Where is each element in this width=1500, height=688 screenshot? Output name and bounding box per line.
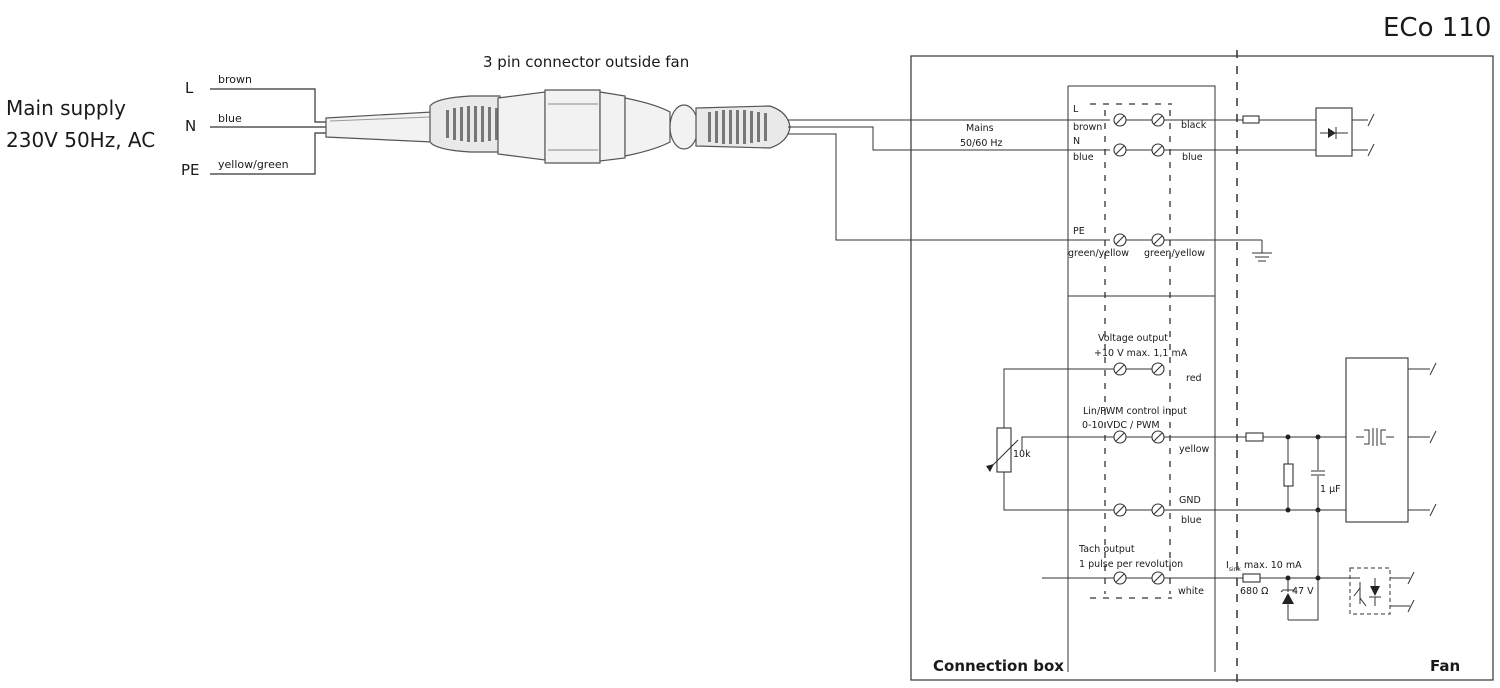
control-input-label: Lin/PWM control input <box>1083 406 1187 417</box>
connection-box-label: Connection box <box>933 657 1064 675</box>
mains-wires <box>788 119 1110 241</box>
motor-controller-block <box>1345 357 1437 523</box>
connector-label: 3 pin connector outside fan <box>483 53 689 71</box>
main-supply-label: Main supply <box>6 96 126 120</box>
left-grip-ribs <box>446 106 498 142</box>
tach-current-symbol: Isink <box>1226 560 1241 573</box>
terminal-n-right-wire: blue <box>1182 152 1203 163</box>
terminal-l-right-wire: black <box>1181 120 1207 131</box>
wire-yellow-green-label: yellow/green <box>218 158 289 171</box>
main-supply-rating: 230V 50Hz, AC <box>6 128 155 152</box>
terminal-pe-right-wire: green/yellow <box>1144 248 1205 259</box>
terminal-control-input <box>1113 430 1165 444</box>
tach-resistor-value: 680 Ω <box>1240 586 1268 597</box>
wire-brown-label: brown <box>218 73 252 86</box>
terminal-block-outline <box>1067 85 1216 672</box>
mains-frequency: 50/60 Hz <box>960 138 1003 149</box>
terminal-n-left-wire: blue <box>1073 152 1094 163</box>
terminal-n <box>1113 143 1165 157</box>
terminal-l-left-wire: brown <box>1073 122 1102 133</box>
gnd-wire: blue <box>1181 515 1202 526</box>
control-input-wire: yellow <box>1179 444 1210 455</box>
terminal-pe-left-wire: green/yellow <box>1068 248 1129 259</box>
voltage-output-wire: red <box>1186 373 1202 384</box>
outer-box <box>910 55 1494 681</box>
potentiometer-circuit <box>986 368 1114 511</box>
supply-n-label: N <box>185 117 196 135</box>
supply-l-label: L <box>185 79 194 97</box>
terminal-l <box>1113 113 1165 127</box>
terminal-gnd <box>1113 503 1165 517</box>
voltage-output-spec: +10 V max. 1,1 mA <box>1094 348 1188 359</box>
terminal-pe-label: PE <box>1073 226 1085 237</box>
potentiometer-value: 10k <box>1013 449 1031 460</box>
wire-blue-label: blue <box>218 112 242 125</box>
capacitor-value: 1 µF <box>1320 484 1341 495</box>
terminal-l-label: L <box>1073 104 1079 115</box>
tach-zener-value: 47 V <box>1292 586 1314 597</box>
control-input-spec: 0-10 VDC / PWM <box>1082 420 1160 431</box>
mains-label: Mains <box>966 123 994 134</box>
voltage-output-label: Voltage output <box>1098 333 1168 344</box>
tach-current-spec: max. 10 mA <box>1244 560 1302 571</box>
supply-wires <box>210 88 328 175</box>
tach-output-spec: 1 pulse per revolution <box>1079 559 1183 570</box>
diagram-title: ECo 110 <box>1383 13 1491 43</box>
terminal-n-label: N <box>1073 136 1080 147</box>
supply-pe-label: PE <box>181 161 200 179</box>
three-pin-connector <box>325 89 791 164</box>
fan-label: Fan <box>1430 657 1460 675</box>
terminal-pe <box>1113 233 1165 247</box>
terminal-voltage-output <box>1113 362 1165 376</box>
optocoupler <box>1349 567 1391 615</box>
right-grip-ribs <box>708 110 767 144</box>
tach-circuit <box>1042 567 1415 621</box>
gnd-label: GND <box>1179 495 1201 506</box>
fan-mains-wiring <box>1164 107 1375 262</box>
tach-output-label: Tach output <box>1078 544 1135 555</box>
control-fan-circuit <box>1164 432 1346 578</box>
terminal-tach <box>1113 571 1165 585</box>
tach-output-wire: white <box>1178 586 1204 597</box>
terminal-dashed-guides <box>1090 103 1172 599</box>
potentiometer <box>996 427 1012 473</box>
